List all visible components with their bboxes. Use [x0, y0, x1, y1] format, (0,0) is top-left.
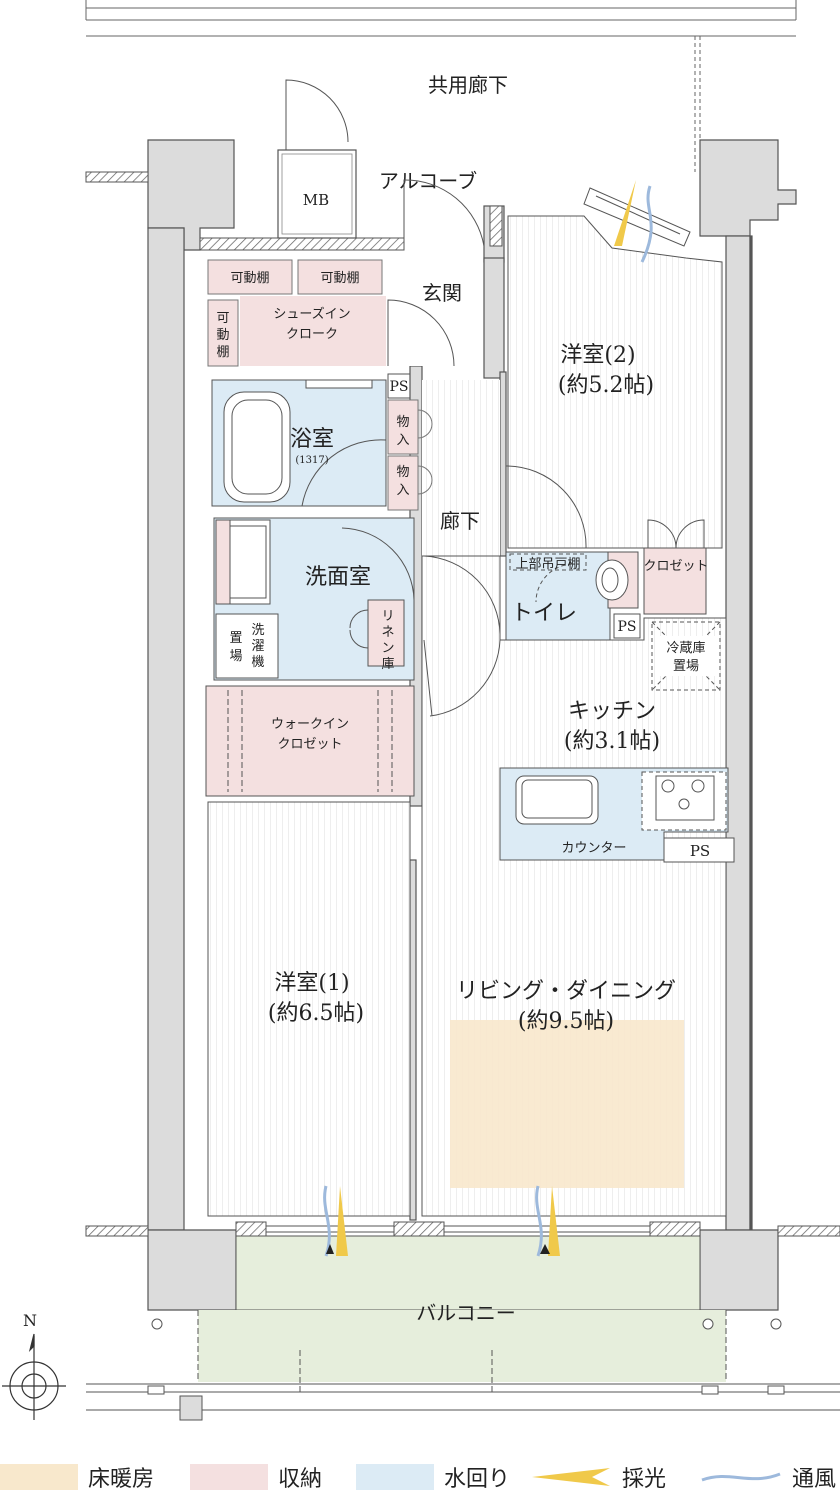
bath-label: 浴室 [290, 427, 334, 452]
linen-label-3: ン [381, 641, 394, 656]
legend-swatch-floor-heating [0, 1464, 78, 1490]
ps-upper-label: PS [389, 379, 408, 395]
kitchen-label-1: キッチン [568, 699, 656, 724]
legend-label-light: 採光 [622, 1467, 667, 1492]
entrance-door [387, 179, 485, 367]
washer-place-label-1: 置 [229, 631, 242, 646]
hallway-label: 廊下 [440, 509, 480, 533]
living-label-2: (約9.5帖) [518, 1009, 614, 1034]
shelf-a-label: 可動棚 [230, 271, 269, 286]
walkin-label-2: クロゼット [277, 737, 342, 752]
balcony-windows [266, 1225, 650, 1233]
storage2-label-2: 入 [396, 483, 409, 498]
legend-label-storage: 収納 [278, 1467, 323, 1492]
shoe-closet-label-2: クローク [286, 327, 338, 342]
legend-light-icon [532, 1468, 610, 1486]
room2-label-2: (約5.2帖) [558, 373, 654, 398]
fridge-label-1: 冷蔵庫 [666, 641, 705, 656]
storage1-label-1: 物 [396, 415, 409, 430]
washroom [213, 517, 415, 681]
linen-label-4: 庫 [381, 657, 394, 672]
toilet-label: トイレ [511, 601, 577, 626]
legend-swatch-water [356, 1464, 434, 1490]
living-door [423, 555, 501, 717]
bath-room [211, 379, 387, 507]
counter-label: カウンター [561, 841, 626, 856]
legend-light: 採光 [530, 1464, 667, 1492]
room2-label-1: 洋室(2) [560, 343, 635, 368]
floor-heating-area [450, 1020, 684, 1188]
linen-label-1: リ [381, 609, 394, 624]
light-marker-room1 [323, 1185, 348, 1257]
room2-floor [507, 215, 723, 549]
legend-water: 水回り [356, 1464, 511, 1492]
mb-box [277, 79, 357, 239]
washer-place-label-2: 場 [229, 649, 242, 664]
fridge-label-bg [656, 636, 716, 676]
light-marker-living [535, 1185, 560, 1257]
shoe-closet-label-1: シューズイン [273, 306, 350, 322]
legend-label-wind: 通風 [792, 1467, 837, 1492]
room1-label-1: 洋室(1) [274, 971, 349, 996]
ps-kitchen-label: PS [690, 842, 710, 860]
corridor-label: 共用廊下 [428, 73, 508, 97]
north-label: N [23, 1311, 37, 1330]
kitchen-label-2: (約3.1帖) [564, 729, 660, 754]
legend: 床暖房 収納 水回り 採光 通風 [0, 1460, 840, 1492]
washroom-label: 洗面室 [305, 565, 371, 590]
mb-label: MB [303, 191, 329, 209]
toilet-room [505, 551, 641, 641]
legend-wind: 通風 [700, 1464, 837, 1492]
legend-label-floor-heating: 床暖房 [88, 1467, 155, 1492]
linen-label-2: ネ [381, 625, 394, 640]
outer-walls [147, 139, 797, 1311]
legend-floor-heating: 床暖房 [0, 1464, 155, 1492]
room2-window [583, 187, 691, 247]
shelf-side-label-1: 可 [216, 311, 229, 326]
storage-cupboards [387, 399, 433, 511]
closet-label: クロゼット [643, 559, 708, 574]
shelf-side-label-2: 動 [216, 328, 229, 343]
walkin-closet [205, 685, 415, 797]
washer-label-1: 洗 [251, 623, 264, 638]
shelf-side-label-3: 棚 [216, 345, 229, 360]
washer-label-3: 機 [251, 655, 264, 670]
ps-upper-box [387, 373, 411, 399]
shelf-b-label: 可動棚 [320, 271, 359, 286]
fridge-space [651, 621, 721, 691]
living-label-1: リビング・ダイニング [456, 979, 676, 1004]
room1-label-2: (約6.5帖) [268, 1001, 364, 1026]
washer-label-2: 濯 [251, 639, 264, 654]
bath-size-label: (1317) [295, 455, 328, 466]
room2-door [505, 465, 587, 549]
upper-shelf-label: 上部吊戸棚 [515, 557, 580, 572]
walkin-label-1: ウォークイン [271, 717, 349, 732]
balcony-area [86, 1235, 840, 1421]
closet-room2 [643, 519, 707, 615]
storage2-label-1: 物 [396, 465, 409, 480]
ps-toilet-label: PS [617, 619, 636, 635]
fridge-label-2: 置場 [673, 659, 699, 674]
legend-storage: 収納 [190, 1464, 323, 1492]
storage1-label-2: 入 [396, 433, 409, 448]
legend-label-water: 水回り [444, 1467, 511, 1492]
legend-swatch-storage [190, 1464, 268, 1490]
entrance-label: 玄関 [422, 281, 462, 305]
hatched-walls [85, 171, 840, 1237]
north-compass-icon [2, 1333, 66, 1420]
light-marker-room2 [614, 180, 653, 263]
shoe-closet [207, 259, 386, 367]
room1-floor [207, 801, 411, 1217]
hallway-floor [422, 380, 500, 556]
alcove-label: アルコーブ [379, 169, 477, 193]
legend-wind-icon [701, 1472, 781, 1482]
kitchen-counter [499, 767, 735, 863]
balcony-label: バルコニー [416, 1301, 516, 1325]
